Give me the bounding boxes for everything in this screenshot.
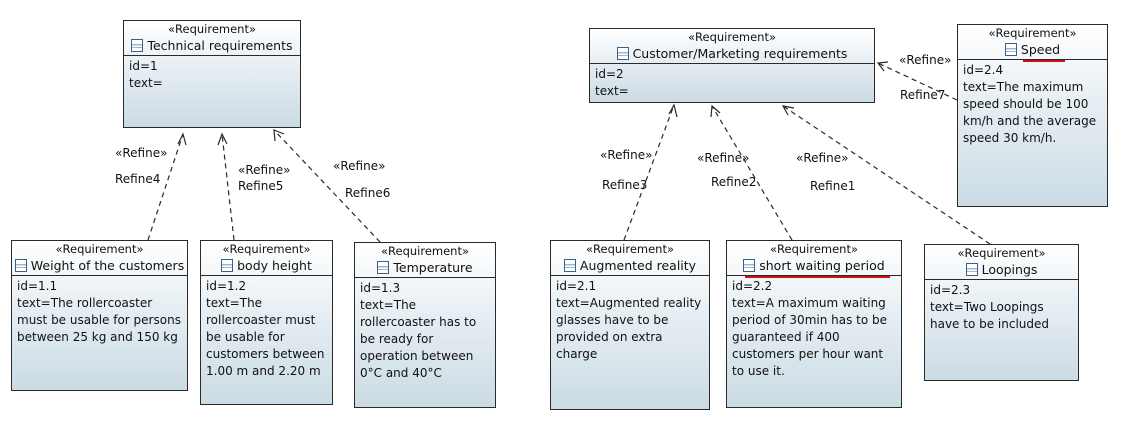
refine-name-label-5: Refine5: [238, 179, 284, 193]
requirement-customer-marketing[interactable]: «Requirement» Customer/Marketing require…: [589, 28, 875, 103]
requirement-text: text=Augmented reality glasses have to b…: [556, 296, 702, 361]
requirement-header: «Requirement» Loopings: [925, 245, 1078, 280]
requirement-title: short waiting period: [727, 256, 901, 275]
requirement-short-waiting-period[interactable]: «Requirement» short waiting period id=2.…: [726, 240, 902, 408]
requirement-text: text=The rollercoaster must be usable fo…: [206, 296, 325, 378]
requirement-loopings[interactable]: «Requirement» Loopings id=2.3 text=Two L…: [924, 244, 1079, 381]
refine-stereotype-label-2: «Refine»: [697, 151, 750, 165]
requirement-icon: [131, 39, 144, 52]
requirement-title: Speed: [958, 40, 1107, 59]
title-underline-short-waiting: [745, 276, 890, 278]
requirement-id: id=1.3: [360, 281, 401, 295]
requirement-title: Temperature: [355, 258, 495, 277]
requirement-header: «Requirement» short waiting period: [727, 241, 901, 276]
refine-stereotype-label-3: «Refine»: [600, 148, 653, 162]
requirement-header: «Requirement» body height: [201, 241, 332, 276]
requirement-id: id=1.2: [206, 279, 247, 293]
refine-name-label-2: Refine2: [711, 175, 757, 189]
requirement-header: «Requirement» Customer/Marketing require…: [590, 29, 874, 64]
stereotype-label: «Requirement»: [769, 242, 859, 256]
stereotype-label: «Requirement»: [687, 30, 777, 44]
requirement-title: Loopings: [925, 260, 1078, 279]
requirement-id: id=2.4: [963, 63, 1004, 77]
requirement-weight[interactable]: «Requirement» Weight of the customers id…: [11, 240, 188, 391]
refine-name-label-3: Refine3: [602, 178, 648, 192]
requirement-icon: [1004, 43, 1017, 56]
requirement-body: id=2.4 text=The maximum speed should be …: [958, 60, 1107, 149]
requirement-temperature[interactable]: «Requirement» Temperature id=1.3 text=Th…: [354, 242, 496, 408]
refine-arrow-7[interactable]: [876, 61, 958, 101]
stereotype-label: «Requirement»: [380, 244, 470, 258]
requirement-icon: [221, 259, 234, 272]
requirement-header: «Requirement» Temperature: [355, 243, 495, 278]
stereotype-label: «Requirement»: [988, 26, 1077, 40]
requirement-body: id=2.2 text=A maximum waiting period of …: [727, 276, 901, 382]
requirement-body: id=1.3 text=The rollercoaster has to be …: [355, 278, 495, 384]
requirement-technical[interactable]: «Requirement» Technical requirements id=…: [123, 20, 301, 128]
requirement-speed[interactable]: «Requirement» Speed id=2.4 text=The maxi…: [957, 24, 1108, 207]
requirement-header: «Requirement» Weight of the customers: [12, 241, 187, 276]
stereotype-label: «Requirement»: [222, 242, 311, 256]
requirement-icon: [14, 259, 27, 272]
requirement-id: id=1.1: [17, 279, 58, 293]
refine-stereotype-label-1: «Refine»: [796, 151, 849, 165]
refine-arrow-2[interactable]: [710, 104, 793, 241]
stereotype-label: «Requirement»: [167, 22, 257, 36]
requirement-title: Augmented reality: [551, 256, 709, 275]
requirement-body: id=1 text=: [124, 56, 300, 94]
requirement-icon: [965, 263, 978, 276]
refine-name-label-7: Refine7: [900, 88, 946, 102]
requirement-header: «Requirement» Augmented reality: [551, 241, 709, 276]
requirement-id: id=2.2: [732, 279, 773, 293]
requirement-icon: [616, 47, 629, 60]
requirement-text: text=The maximum speed should be 100 km/…: [963, 80, 1097, 145]
refine-arrow-6[interactable]: [273, 129, 381, 243]
requirement-augmented-reality[interactable]: «Requirement» Augmented reality id=2.1 t…: [550, 240, 710, 410]
requirement-body: id=2 text=: [590, 64, 874, 102]
requirement-text: text=: [595, 84, 629, 98]
stereotype-label: «Requirement»: [957, 246, 1046, 260]
refine-arrow-5[interactable]: [217, 132, 235, 241]
requirement-text: text=: [129, 76, 163, 90]
requirement-text: text=The rollercoaster has to be ready f…: [360, 298, 477, 380]
requirement-text: text=The rollercoaster must be usable fo…: [17, 296, 181, 344]
requirement-header: «Requirement» Technical requirements: [124, 21, 300, 56]
requirement-text: text=Two Loopings have to be included: [930, 300, 1050, 331]
requirement-id: id=2.1: [556, 279, 597, 293]
refine-name-label-4: Refine4: [115, 172, 161, 186]
refine-arrow-3[interactable]: [623, 103, 678, 241]
requirement-body: id=1.1 text=The rollercoaster must be us…: [12, 276, 187, 348]
requirement-id: id=1: [129, 59, 158, 73]
requirement-title: Customer/Marketing requirements: [590, 44, 874, 63]
requirement-body: id=1.2 text=The rollercoaster must be us…: [201, 276, 332, 382]
requirement-title: body height: [201, 256, 332, 275]
requirement-icon: [377, 261, 390, 274]
requirement-icon: [563, 259, 576, 272]
requirement-title: Technical requirements: [124, 36, 300, 55]
refine-stereotype-label-5: «Refine»: [238, 163, 291, 177]
requirement-text: text=A maximum waiting period of 30min h…: [732, 296, 888, 378]
requirement-body: id=2.3 text=Two Loopings have to be incl…: [925, 280, 1078, 335]
requirement-body: id=2.1 text=Augmented reality glasses ha…: [551, 276, 709, 365]
title-underline-speed: [1023, 60, 1065, 62]
stereotype-label: «Requirement»: [585, 242, 675, 256]
refine-stereotype-label-7: «Refine»: [899, 53, 952, 67]
refine-name-label-1: Refine1: [810, 179, 856, 193]
requirement-header: «Requirement» Speed: [958, 25, 1107, 60]
refine-stereotype-label-4: «Refine»: [115, 146, 168, 160]
requirement-icon: [743, 259, 756, 272]
requirement-id: id=2: [595, 67, 624, 81]
refine-arrow-4[interactable]: [147, 132, 187, 241]
requirement-id: id=2.3: [930, 283, 971, 297]
requirement-title: Weight of the customers: [12, 256, 187, 275]
refine-arrow-1[interactable]: [781, 105, 991, 245]
refine-name-label-6: Refine6: [345, 186, 391, 200]
refine-stereotype-label-6: «Refine»: [333, 159, 386, 173]
stereotype-label: «Requirement»: [55, 242, 144, 256]
requirement-body-height[interactable]: «Requirement» body height id=1.2 text=Th…: [200, 240, 333, 405]
